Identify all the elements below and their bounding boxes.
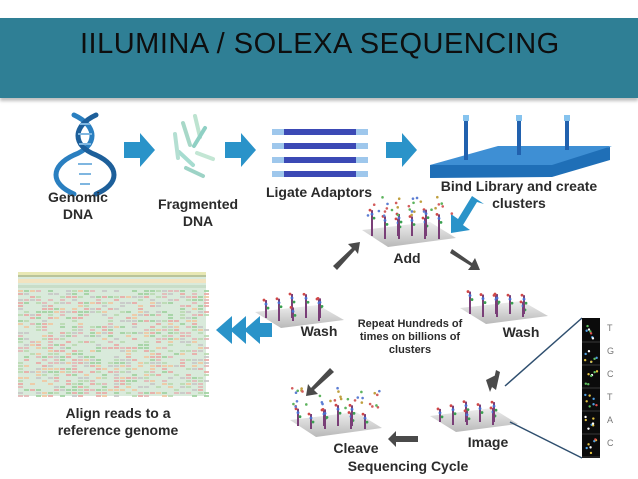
strip-base-label: G — [607, 346, 615, 356]
arrow-right-icon — [124, 133, 155, 167]
label-wash-left: Wash — [300, 323, 338, 339]
slide-title: IILUMINA / SOLEXA SEQUENCING — [80, 28, 560, 60]
strip-base-label: T — [607, 323, 613, 333]
label-wash-right: Wash — [502, 324, 540, 340]
cycle-arrows — [306, 242, 500, 447]
flow-cell-icon — [430, 115, 612, 178]
arrow-right-icon — [386, 133, 417, 167]
flow-surface-wash-left — [255, 292, 344, 328]
flow-surface-add — [362, 195, 456, 247]
flow-surface-image — [430, 400, 518, 432]
left-arrows-icon — [216, 316, 272, 344]
flow-surface-wash-right — [460, 290, 548, 324]
label-image: Image — [467, 434, 509, 450]
strip-base-label: T — [607, 392, 613, 402]
strip-base-label: C — [607, 369, 614, 379]
zoom-line — [509, 421, 583, 459]
zoom-line — [504, 317, 583, 387]
arrow-right-icon — [225, 133, 256, 167]
label-cleave: Cleave — [333, 440, 379, 456]
flow-surface-cleave — [290, 386, 382, 437]
label-add: Add — [393, 250, 421, 266]
title-bar — [0, 18, 638, 98]
strip-base-label: C — [607, 438, 614, 448]
strip-base-label: A — [607, 415, 614, 425]
image-strip — [582, 318, 600, 458]
alignment-image — [18, 272, 209, 397]
label-ligate-adaptors: Ligate Adaptors — [265, 184, 373, 200]
ligated-fragments-icon — [272, 129, 368, 177]
fragmented-dna-icon — [173, 114, 215, 178]
arrow-down-left-icon — [451, 196, 484, 233]
genomic-dna-icon — [53, 112, 117, 197]
label-sequencing-cycle: Sequencing Cycle — [347, 458, 469, 474]
